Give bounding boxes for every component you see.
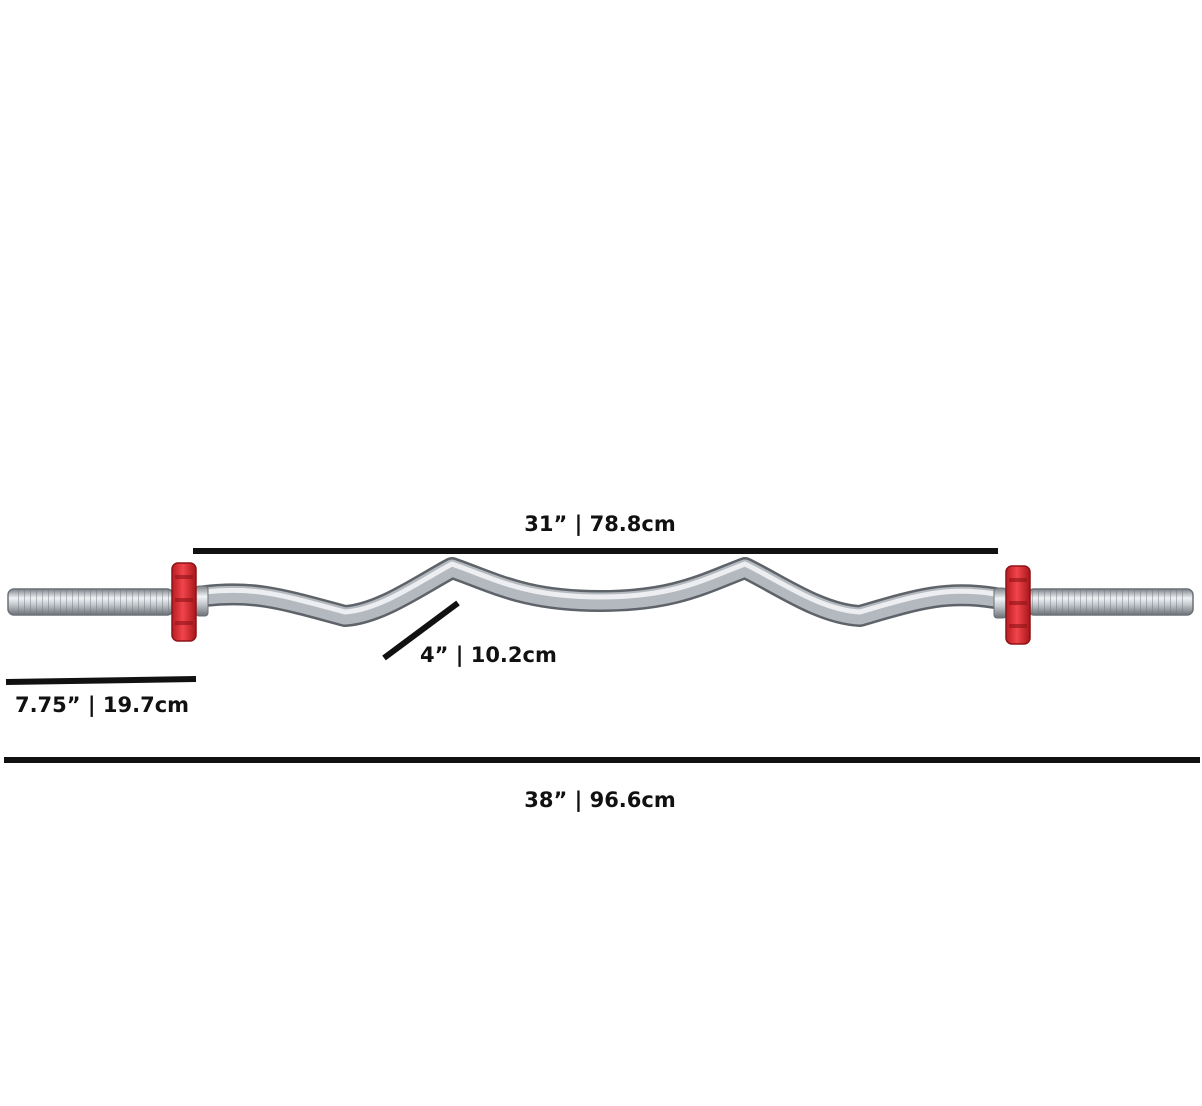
sleeve-length-label: 7.75” | 19.7cm	[14, 693, 190, 717]
sleeve-length-dimension-line	[5, 676, 197, 685]
curved-bar-body	[196, 559, 1004, 625]
overall-length-label: 38” | 96.6cm	[524, 788, 676, 812]
grip-span-label: 31” | 78.8cm	[524, 512, 676, 536]
left-sleeve	[7, 588, 174, 616]
right-sleeve	[1027, 588, 1194, 616]
spin-lock-collar-icon	[993, 565, 1031, 645]
curved-bar-highlight	[202, 561, 998, 615]
bend-depth-label: 4” | 10.2cm	[420, 643, 557, 667]
spin-lock-collar-icon	[171, 562, 209, 642]
bend-depth-dimension-line	[382, 600, 460, 661]
curved-bar	[194, 557, 1006, 627]
